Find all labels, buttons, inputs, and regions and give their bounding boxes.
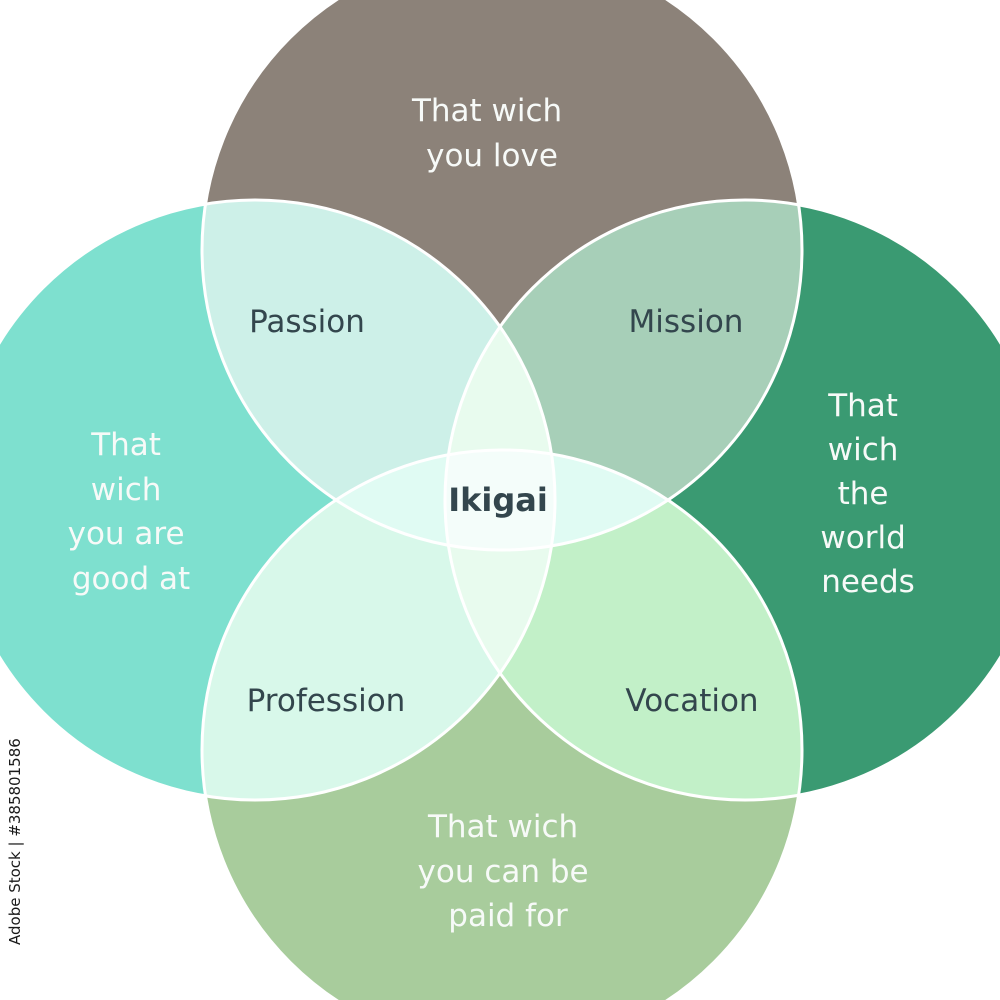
label-profession: Profession: [247, 683, 406, 719]
label-good-at: That wich you are good at: [68, 427, 195, 597]
label-passion: Passion: [249, 304, 365, 340]
label-vocation: Vocation: [625, 683, 758, 719]
label-ikigai: Ikigai: [448, 481, 548, 519]
label-paid-for: That wich you can be paid for: [418, 809, 599, 934]
label-love: That wich you love: [411, 93, 572, 174]
label-mission: Mission: [629, 304, 744, 340]
stock-id-text: Adobe Stock | #385801586: [6, 738, 24, 945]
label-world-needs: That wich the world needs: [820, 388, 915, 600]
